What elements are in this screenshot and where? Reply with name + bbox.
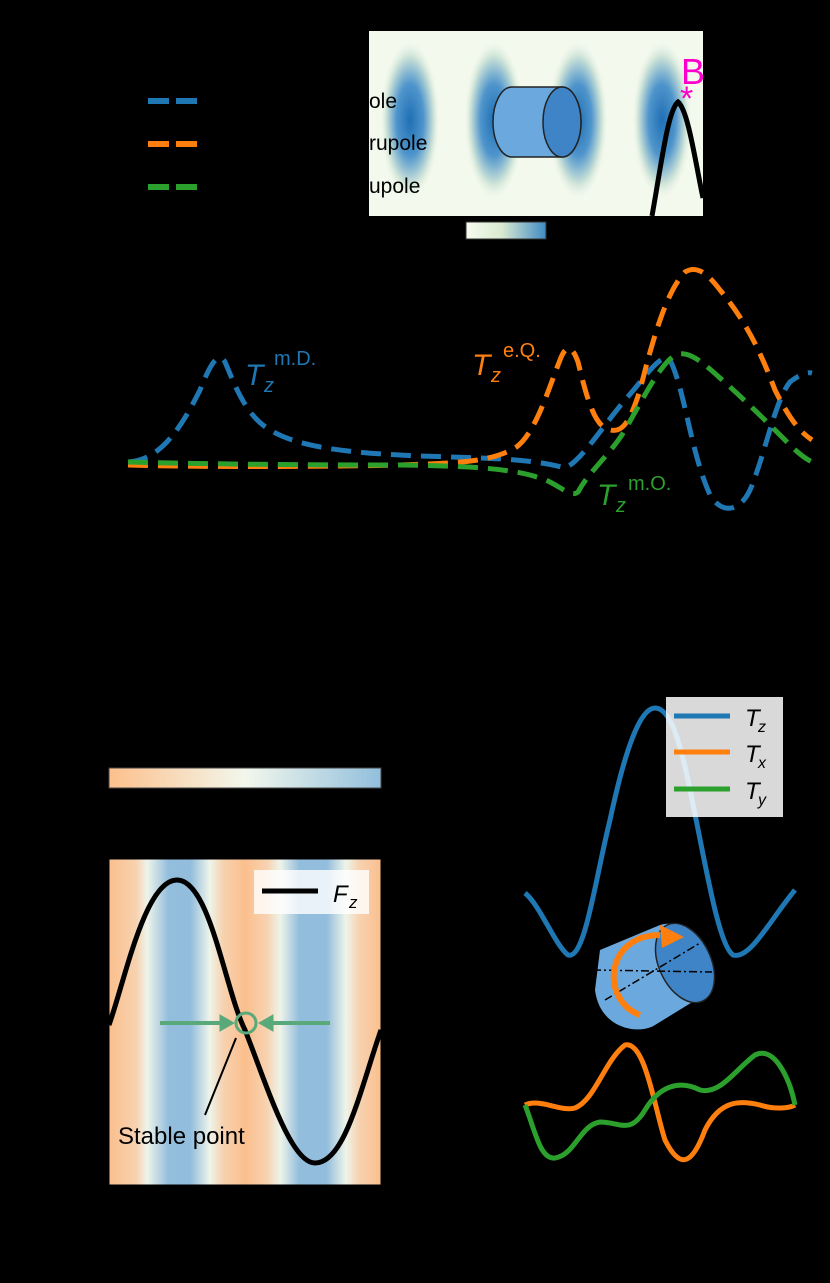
legend-sub-tz: z bbox=[757, 719, 766, 736]
svg-text:T: T bbox=[245, 359, 266, 392]
legend-top bbox=[148, 98, 197, 190]
stable-point-label: Stable point bbox=[118, 1123, 245, 1150]
inset-field-map bbox=[369, 31, 706, 217]
legend-label-tz: T bbox=[745, 705, 762, 732]
legend-label-eq: rupole bbox=[369, 132, 427, 155]
marker-label-b: B bbox=[681, 51, 705, 92]
svg-text:T: T bbox=[472, 349, 493, 382]
series-tx bbox=[523, 1042, 797, 1163]
colorbar-top bbox=[465, 221, 547, 240]
annotation-eq: T z e.Q. bbox=[472, 340, 541, 387]
svg-text:z: z bbox=[615, 495, 626, 517]
marker-star: * bbox=[680, 80, 693, 118]
annotation-mo: T z m.O. bbox=[597, 473, 671, 517]
rotating-cylinder-icon bbox=[592, 922, 716, 1030]
svg-text:m.D.: m.D. bbox=[274, 348, 316, 370]
cylinder-icon bbox=[492, 86, 582, 158]
svg-text:m.O.: m.O. bbox=[628, 473, 671, 495]
legend-label-tx: T bbox=[745, 741, 762, 768]
torque-components-plot bbox=[522, 705, 798, 1163]
annotation-md: T z m.D. bbox=[245, 348, 316, 397]
svg-text:e.Q.: e.Q. bbox=[503, 340, 541, 362]
stable-point-marker bbox=[160, 1011, 330, 1035]
rotation-arrow-icon bbox=[660, 925, 684, 948]
legend-label-ty: T bbox=[745, 778, 762, 805]
series-tz bbox=[523, 705, 797, 958]
svg-text:z: z bbox=[263, 375, 274, 397]
series-ty bbox=[522, 1050, 798, 1161]
stable-point-leader bbox=[204, 1037, 237, 1116]
force-plot: F z Stable point bbox=[106, 858, 384, 1186]
legend-label-mo: upole bbox=[369, 175, 420, 198]
legend-fz-sub: z bbox=[348, 893, 358, 912]
legend-label-md: ole bbox=[369, 90, 397, 113]
legend-torque-components: T z T x T y bbox=[666, 697, 783, 817]
svg-text:z: z bbox=[490, 365, 501, 387]
legend-sub-tx: x bbox=[757, 755, 767, 772]
colorbar-bottom bbox=[108, 767, 382, 789]
series-mo bbox=[127, 351, 814, 497]
legend-fz-label: F bbox=[333, 881, 349, 908]
svg-text:T: T bbox=[597, 479, 618, 512]
series-md bbox=[127, 355, 813, 511]
torque-multipole-plot bbox=[127, 266, 814, 511]
inset-peak-curve bbox=[649, 98, 706, 217]
legend-sub-ty: y bbox=[757, 792, 767, 809]
series-fz bbox=[106, 877, 384, 1166]
